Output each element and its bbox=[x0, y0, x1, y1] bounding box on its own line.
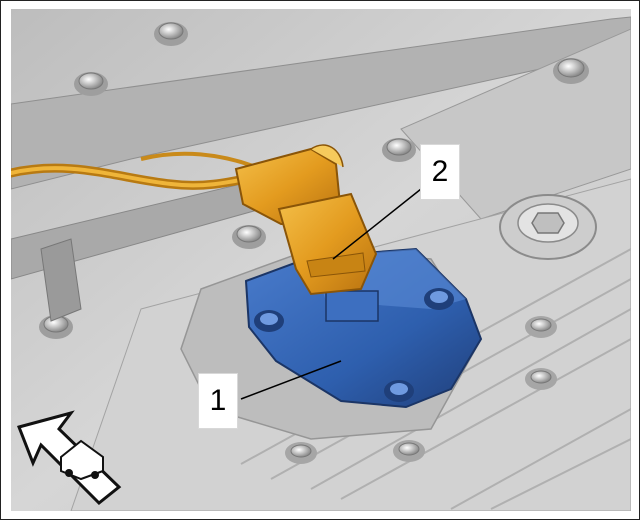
flange-bolt bbox=[424, 288, 454, 310]
hex-bolt-head bbox=[531, 212, 565, 234]
callout-1: 1 bbox=[198, 373, 238, 429]
housing-bolts bbox=[39, 22, 589, 464]
callout-2-leader bbox=[332, 188, 422, 260]
bolt bbox=[525, 316, 557, 338]
bolt bbox=[285, 442, 317, 464]
bolt bbox=[553, 58, 589, 84]
callout-2: 2 bbox=[420, 144, 460, 200]
bolt bbox=[74, 72, 108, 96]
bolt bbox=[154, 22, 188, 46]
bolt bbox=[525, 368, 557, 390]
callout-1-leader bbox=[240, 360, 342, 400]
left-support-post bbox=[40, 238, 82, 322]
engine-component-illustration bbox=[11, 9, 631, 511]
bolt bbox=[393, 440, 425, 462]
bolt bbox=[232, 225, 266, 249]
vehicle-direction-arrow-icon bbox=[16, 410, 122, 506]
flange-bolt bbox=[384, 380, 414, 402]
component-2-connector bbox=[234, 144, 378, 296]
bolt bbox=[382, 138, 416, 162]
flange-bolt bbox=[254, 310, 284, 332]
housing-upper-rail bbox=[11, 16, 631, 190]
